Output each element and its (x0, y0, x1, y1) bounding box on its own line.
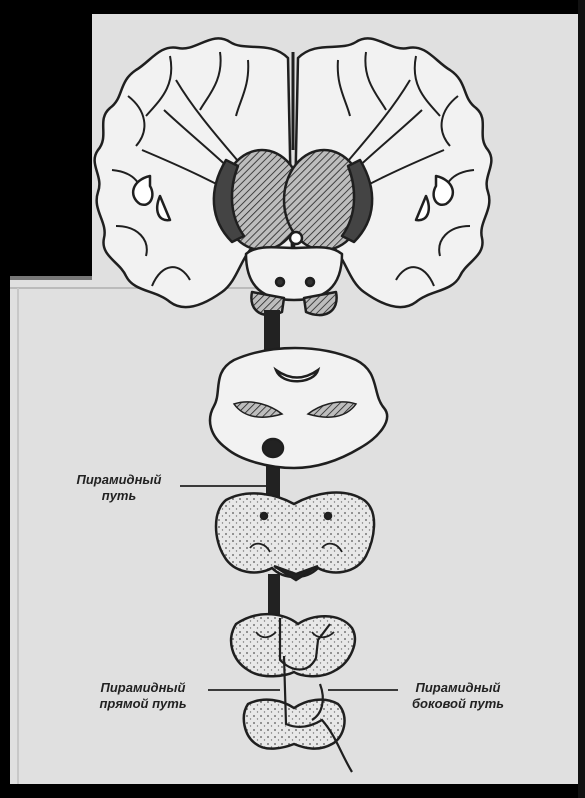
spinal-upper-outline (231, 614, 355, 676)
left-red-nucleus (276, 278, 284, 286)
label-pyramidal-tract: Пирамидный путь (60, 472, 178, 504)
label-lateral-tract-line1: Пирамидный (396, 680, 520, 696)
frame-bottom (0, 784, 585, 798)
label-direct-tract: Пирамидный прямой путь (76, 680, 210, 712)
label-pyramidal-tract-line2: путь (60, 488, 178, 504)
spinal-lower-outline (244, 700, 345, 749)
label-direct-tract-line2: прямой путь (76, 696, 210, 712)
medulla-nucleus-left (261, 513, 267, 519)
label-lateral-tract-line2: боковой путь (396, 696, 520, 712)
pons-tract-node (263, 439, 283, 457)
corner-divider-gray (10, 276, 92, 280)
medulla-nucleus-right (325, 513, 331, 519)
frame-left (0, 0, 10, 798)
dark-corner-block (10, 14, 92, 276)
frame-top (0, 0, 585, 14)
midbrain-upper (246, 247, 342, 300)
label-direct-tract-line1: Пирамидный (76, 680, 210, 696)
frame-right (578, 0, 585, 798)
right-red-nucleus (306, 278, 314, 286)
medulla-section (216, 492, 374, 580)
brain-coronal-section (95, 38, 492, 315)
label-pyramidal-tract-line1: Пирамидный (60, 472, 178, 488)
tract-stalk-lower (268, 574, 280, 618)
third-ventricle (290, 232, 302, 244)
medulla-outline (216, 492, 374, 577)
label-lateral-tract: Пирамидный боковой путь (396, 680, 520, 712)
